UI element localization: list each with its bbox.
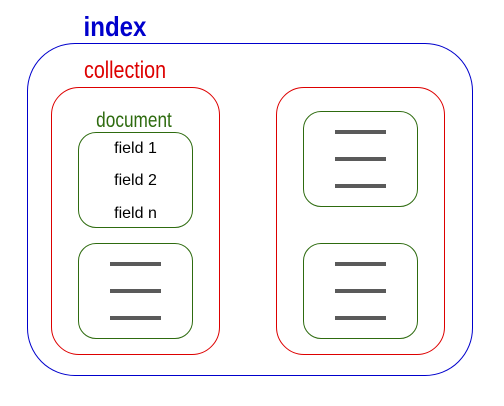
field-line <box>110 316 161 320</box>
field-line <box>335 289 386 293</box>
document-box-left-bottom <box>78 243 193 339</box>
field-line <box>335 184 386 188</box>
field-1-text: field 1 <box>114 140 157 157</box>
index-box <box>27 43 473 376</box>
document-box-right-bottom <box>303 243 418 339</box>
field-line <box>335 316 386 320</box>
field-line <box>110 289 161 293</box>
field-2-text: field 2 <box>114 172 157 189</box>
document-box-right-top <box>303 111 418 207</box>
field-line <box>335 262 386 266</box>
collection-label: collection <box>83 57 167 84</box>
field-line <box>110 262 161 266</box>
field-line <box>335 130 386 134</box>
collection-box-right <box>276 87 445 355</box>
field-line <box>335 157 386 161</box>
collection-box-left <box>51 87 220 355</box>
field-n-text: field n <box>114 205 157 222</box>
index-label: index <box>83 11 147 42</box>
document-box-fields <box>78 132 193 228</box>
document-label: document <box>96 109 172 132</box>
